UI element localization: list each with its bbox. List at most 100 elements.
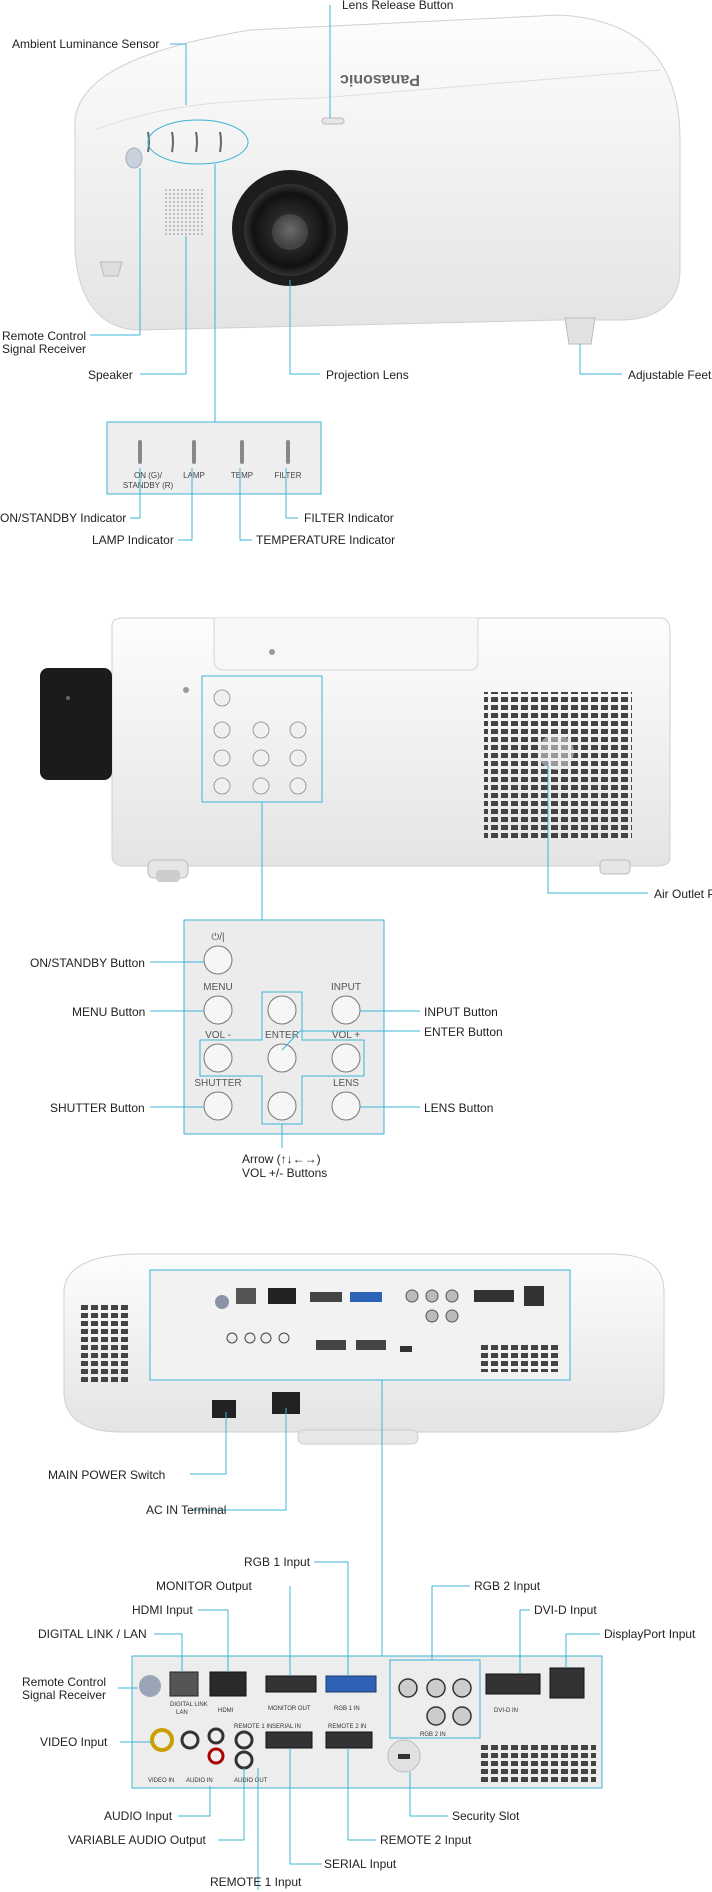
label-temperature-indicator: TEMPERATURE Indicator xyxy=(256,533,396,547)
label-digital-link-lan: DIGITAL LINK / LAN xyxy=(38,1627,147,1641)
rgb1-in-port[interactable] xyxy=(325,1675,377,1693)
panel-hdmi: HDMI xyxy=(218,1708,234,1714)
monitor-out-port[interactable] xyxy=(265,1675,317,1693)
label-enter-button: ENTER Button xyxy=(424,1025,503,1039)
vol-plus-button[interactable] xyxy=(331,1043,361,1073)
panel-digital-link: DIGITAL LINK xyxy=(170,1702,208,1708)
label-projection-lens: Projection Lens xyxy=(326,368,409,382)
panel-serial-in: SERIAL IN xyxy=(272,1724,301,1730)
label-audio-input: AUDIO Input xyxy=(104,1809,173,1823)
remote2-in-port[interactable] xyxy=(325,1731,373,1749)
rgb2-bnc-r[interactable] xyxy=(452,1678,472,1698)
panel-on-standby-1: ON (G)/ xyxy=(134,471,163,480)
audio-in-port[interactable] xyxy=(180,1730,200,1750)
dvi-d-port[interactable] xyxy=(485,1673,541,1695)
panel-temp: TEMP xyxy=(231,471,253,480)
digital-link-lan-port[interactable] xyxy=(169,1671,199,1697)
menu-button[interactable] xyxy=(203,995,233,1025)
side-lens-barrel xyxy=(40,668,112,780)
audio-out-port[interactable] xyxy=(234,1730,254,1750)
enter-button[interactable] xyxy=(267,1043,297,1073)
panel-vol-minus: VOL - xyxy=(205,1030,231,1041)
panel-lan: LAN xyxy=(176,1710,188,1716)
label-security-slot: Security Slot xyxy=(452,1809,520,1823)
label-filter-indicator: FILTER Indicator xyxy=(304,511,394,525)
panel-audio-in: AUDIO IN xyxy=(186,1778,213,1784)
panel-remote2-in: REMOTE 2 IN xyxy=(328,1724,366,1730)
label-menu-button: MENU Button xyxy=(72,1005,146,1019)
rgb2-bnc-b[interactable] xyxy=(426,1678,446,1698)
label-lens-button: LENS Button xyxy=(424,1101,494,1115)
rgb2-bnc-vd[interactable] xyxy=(452,1706,472,1726)
label-on-standby-indicator: ON/STANDBY Indicator xyxy=(0,511,127,525)
lens-release-button[interactable] xyxy=(321,117,345,125)
arrow-cross-outline xyxy=(199,991,365,1125)
arrow-down-button[interactable] xyxy=(267,1091,297,1121)
label-dvi-d-input: DVI-D Input xyxy=(534,1603,597,1617)
label-remote-receiver-front-2: Signal Receiver xyxy=(2,342,87,356)
label-adjustable-feet: Adjustable Feet xyxy=(628,368,712,382)
panel-video-in: VIDEO IN xyxy=(148,1778,174,1784)
serial-in-port[interactable] xyxy=(265,1731,313,1749)
label-monitor-output: MONITOR Output xyxy=(156,1579,252,1593)
label-hdmi-input: HDMI Input xyxy=(132,1603,193,1617)
panel-enter: ENTER xyxy=(265,1030,299,1041)
label-shutter-button: SHUTTER Button xyxy=(50,1101,145,1115)
label-displayport-input: DisplayPort Input xyxy=(604,1627,696,1641)
label-variable-audio-output: VARIABLE AUDIO Output xyxy=(68,1833,206,1847)
panel-rgb2-in: RGB 2 IN xyxy=(420,1732,446,1738)
panel-vol-plus: VOL + xyxy=(332,1030,360,1041)
panel-audio-out: AUDIO OUT xyxy=(234,1778,268,1784)
adjustable-foot[interactable] xyxy=(564,317,596,345)
input-button[interactable] xyxy=(331,995,361,1025)
panel-shutter: SHUTTER xyxy=(194,1078,241,1089)
vol-minus-button[interactable] xyxy=(203,1043,233,1073)
label-remote1-input: REMOTE 1 Input xyxy=(210,1875,302,1889)
displayport-port[interactable] xyxy=(549,1667,585,1699)
panel-rgb1-in: RGB 1 IN xyxy=(334,1706,360,1712)
label-remote-receiver-rear-2: Signal Receiver xyxy=(22,1688,107,1702)
label-ambient-luminance-sensor: Ambient Luminance Sensor xyxy=(12,37,160,51)
front-foot-left xyxy=(99,261,123,277)
shutter-button[interactable] xyxy=(203,1091,233,1121)
panel-menu: MENU xyxy=(203,982,232,993)
panel-filter: FILTER xyxy=(275,471,302,480)
side-view: ⏻/| MENU INPUT VOL - ENTER VOL + SHUTTER… xyxy=(40,617,671,1148)
rear-view: DIGITAL LINK LAN HDMI MONITOR OUT RGB 1 … xyxy=(63,1253,665,1890)
rgb2-bnc-g[interactable] xyxy=(398,1678,418,1698)
label-lamp-indicator: LAMP Indicator xyxy=(92,533,174,547)
front-remote-receiver xyxy=(125,147,143,169)
arrow-up-button[interactable] xyxy=(267,995,297,1025)
label-air-outlet-port: Air Outlet Port xyxy=(654,887,712,901)
label-on-standby-button: ON/STANDBY Button xyxy=(30,956,145,970)
lens-button[interactable] xyxy=(331,1091,361,1121)
label-remote2-input: REMOTE 2 Input xyxy=(380,1833,472,1847)
brand-logo: Panasonic xyxy=(340,71,420,88)
label-remote-receiver-rear-1: Remote Control xyxy=(22,1675,107,1689)
indicator-strip xyxy=(147,131,222,153)
label-remote-receiver-front-1: Remote Control xyxy=(2,329,87,343)
indicator-zoom-panel xyxy=(106,421,322,495)
speaker-grille xyxy=(164,188,204,236)
label-rgb2-input: RGB 2 Input xyxy=(474,1579,541,1593)
hdmi-port[interactable] xyxy=(209,1671,247,1697)
panel-dvi-d-in: DVI-D IN xyxy=(494,1708,518,1714)
leader-lines-front xyxy=(90,5,622,541)
on-standby-button[interactable] xyxy=(203,945,233,975)
panel-on-standby-2: STANDBY (R) xyxy=(123,481,174,490)
label-arrow-buttons-1: Arrow (↑↓←→) xyxy=(242,1152,321,1166)
panel-power-symbol: ⏻/| xyxy=(211,932,224,943)
label-arrow-buttons-2: VOL +/- Buttons xyxy=(242,1166,328,1180)
video-in-port[interactable] xyxy=(150,1728,174,1752)
projector-body-front xyxy=(74,14,681,331)
rgb2-bnc-hd[interactable] xyxy=(426,1706,446,1726)
label-serial-input: SERIAL Input xyxy=(324,1857,397,1871)
label-input-button: INPUT Button xyxy=(424,1005,498,1019)
panel-lens: LENS xyxy=(333,1078,359,1089)
label-ac-in-terminal: AC IN Terminal xyxy=(146,1503,227,1517)
panel-lamp: LAMP xyxy=(183,471,205,480)
main-power-switch[interactable] xyxy=(212,1400,236,1418)
remote1-in-port[interactable] xyxy=(234,1750,254,1770)
